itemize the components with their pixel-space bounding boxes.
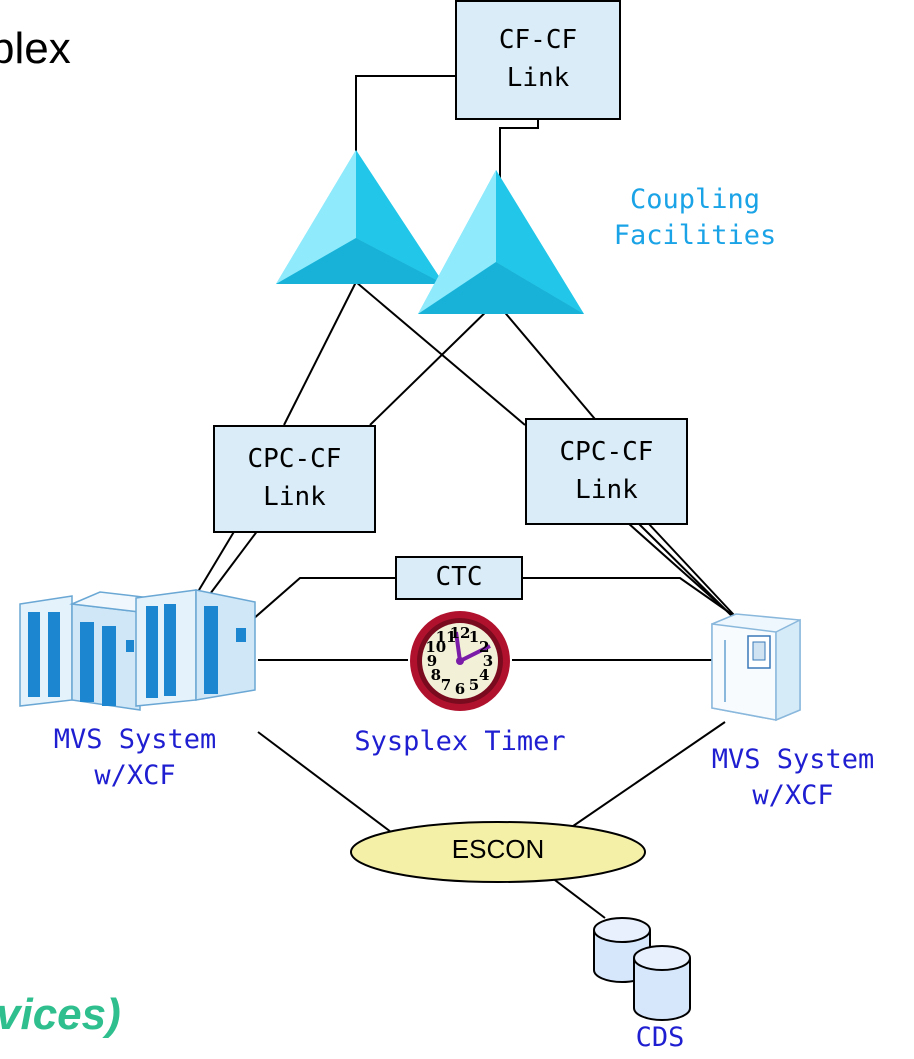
mvs-system-right-label: MVS System w/XCF — [678, 742, 908, 815]
coupling-facility-left — [276, 150, 444, 284]
clock-number: 11 — [436, 628, 457, 646]
cpc-cf-link-right-box: CPC-CF Link — [525, 418, 688, 525]
cf-cf-link-line1: CF-CF — [498, 25, 578, 56]
connector-lines — [189, 75, 749, 919]
clock-number: 7 — [441, 676, 451, 694]
coupling-facility-right — [418, 170, 584, 314]
page-title: plex — [0, 24, 71, 73]
clock-number: 6 — [455, 680, 465, 698]
mvs-system-left-icon — [19, 589, 256, 711]
cf-cf-link-box: CF-CF Link — [455, 0, 621, 120]
escon-ellipse — [350, 821, 646, 883]
clock-number: 9 — [427, 652, 437, 670]
clock-number: 8 — [431, 666, 441, 684]
cds-disk-icon — [593, 917, 691, 1021]
mvs-system-right-icon — [711, 613, 801, 722]
clock-number: 4 — [479, 666, 489, 684]
ctc-label: CTC — [435, 562, 483, 593]
mvs-right-line2: w/XCF — [752, 780, 834, 812]
ctc-box: CTC — [395, 556, 523, 600]
coupling-facilities-line1: Coupling — [629, 184, 761, 215]
cpc-cf-link-right-line1: CPC-CF — [559, 436, 654, 467]
mvs-system-left-label: MVS System w/XCF — [20, 722, 250, 795]
sysplex-timer-label: Sysplex Timer — [354, 726, 566, 757]
coupling-facilities-line2: Facilities — [613, 220, 777, 252]
mvs-left-line2: w/XCF — [94, 760, 176, 792]
cpc-cf-link-right-line2: Link — [575, 474, 638, 505]
cf-cf-link-line2: Link — [506, 63, 570, 93]
footer-text: vices) — [0, 990, 121, 1039]
cpc-cf-link-left-line2: Link — [263, 482, 326, 512]
clock-number: 2 — [479, 638, 489, 656]
cpc-cf-link-left-box: CPC-CF Link — [213, 425, 376, 533]
cpc-cf-link-left-line1: CPC-CF — [247, 444, 342, 475]
cds-label: CDS — [635, 1022, 685, 1053]
clock-number: 5 — [469, 676, 479, 694]
mvs-left-line1: MVS System — [53, 724, 217, 755]
escon-label: ESCON — [451, 834, 545, 864]
clock-number: 12 — [450, 624, 471, 642]
clock-number: 3 — [483, 652, 493, 670]
mvs-right-line1: MVS System — [711, 744, 875, 775]
clock-number: 10 — [425, 638, 446, 656]
clock-number: 1 — [469, 628, 479, 646]
